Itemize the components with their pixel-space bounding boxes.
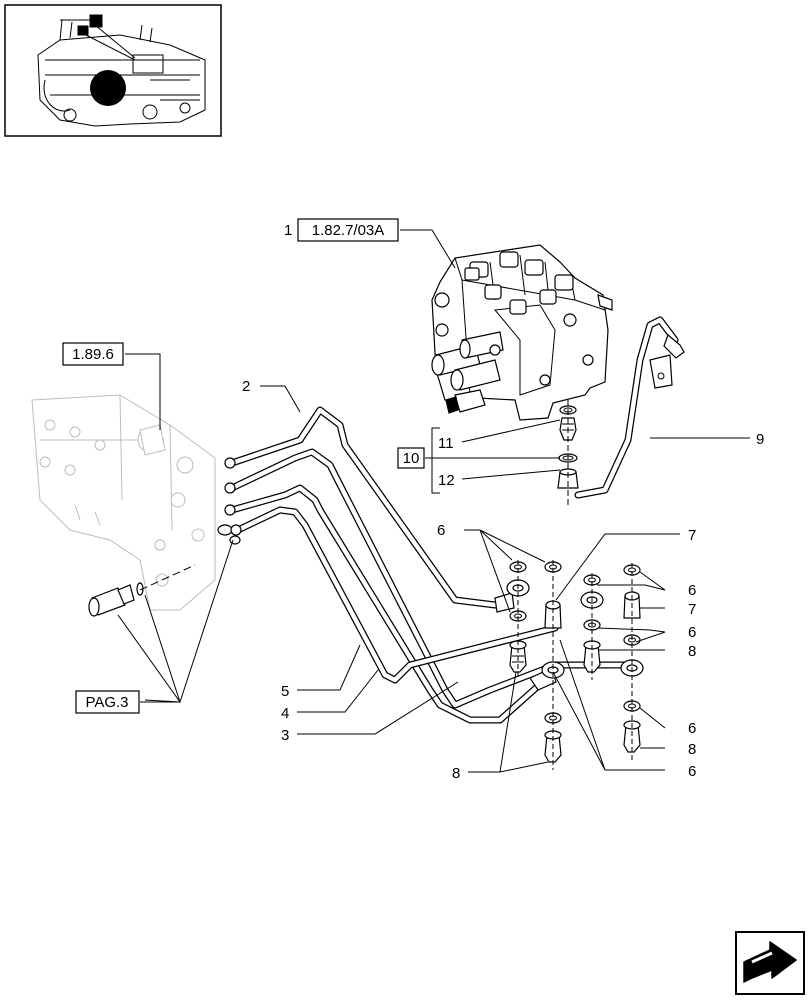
callout-9: 9	[756, 431, 764, 448]
callout-6-right-3: 6	[688, 720, 696, 737]
fitting-stack[interactable]	[557, 400, 579, 505]
pipe-bundle[interactable]	[224, 406, 629, 724]
callout-11: 11	[438, 435, 454, 452]
ref-valve-label: 1.82.7/03A	[312, 222, 385, 239]
ref-page-label: PAG.3	[85, 694, 128, 711]
mounting-bracket[interactable]	[31, 394, 241, 617]
callout-2: 2	[242, 378, 250, 395]
callout-3: 3	[281, 727, 289, 744]
pipe-9[interactable]	[574, 316, 685, 499]
callout-6-bottom: 6	[688, 763, 696, 780]
callout-8-right-1: 8	[688, 643, 696, 660]
next-page-arrow-icon[interactable]	[735, 931, 805, 995]
callouts: 1 2 3 4 5 6 6 6 6 6 7 7 8 8 8 9 11 12	[242, 222, 764, 782]
ref-bracket-label: 1.89.6	[72, 346, 114, 363]
ref-box-bracket[interactable]: 1.89.6	[62, 342, 124, 366]
ref-kit-label: 10	[403, 450, 420, 467]
callout-8-right-2: 8	[688, 741, 696, 758]
callout-7-top: 7	[688, 527, 696, 544]
leader-lines	[117, 229, 750, 773]
callout-4: 4	[281, 705, 289, 722]
callout-1: 1	[284, 222, 292, 239]
washers-and-bolts[interactable]	[506, 560, 644, 770]
ref-box-valve[interactable]: 1.82.7/03A	[297, 218, 399, 242]
callout-12: 12	[438, 472, 455, 489]
callout-6-right-1: 6	[688, 582, 696, 599]
callout-5: 5	[281, 683, 289, 700]
control-valve[interactable]	[431, 244, 613, 421]
kit-bracket	[431, 427, 440, 494]
thumbnail-inset[interactable]	[4, 4, 222, 137]
callout-8-bottom: 8	[452, 765, 460, 782]
callout-6-right-2: 6	[688, 624, 696, 641]
ref-box-page[interactable]: PAG.3	[75, 690, 140, 714]
ref-box-kit[interactable]: 10	[397, 447, 425, 469]
callout-7-right: 7	[688, 601, 696, 618]
callout-6-top-left: 6	[437, 522, 445, 539]
